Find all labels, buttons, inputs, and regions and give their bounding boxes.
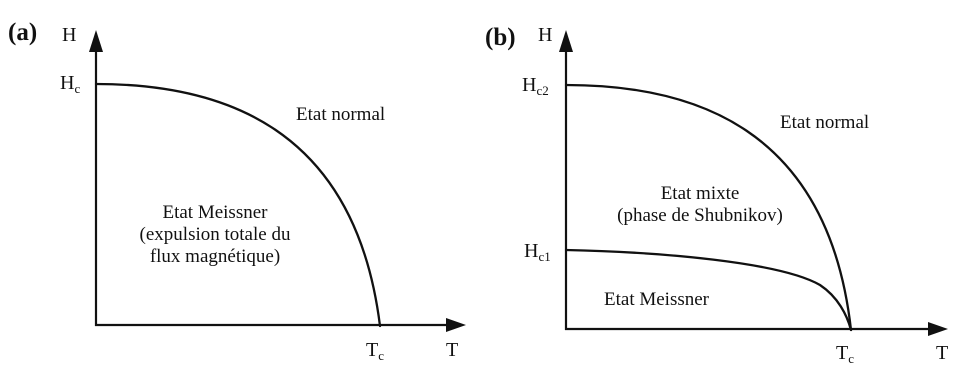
panel-a-hc-tick-main: H [60, 72, 75, 94]
panel-a-x-arrow [446, 318, 466, 332]
panel-a-meissner-line-1: Etat Meissner [162, 202, 268, 223]
panel-a-meissner-line-2: (expulsion totale du [139, 224, 291, 245]
panel-a-tc-tick: Tc [366, 339, 384, 363]
panel-b-x-arrow [928, 322, 948, 336]
panel-a-tc-tick-sub: c [378, 348, 384, 363]
panel-b-hc1-curve [564, 248, 853, 332]
panel-a-axes [89, 30, 466, 332]
panel-a-x-axis-label: T [446, 339, 459, 361]
panel-b-axes [559, 30, 948, 336]
panel-a-hc-curve [94, 82, 382, 328]
panel-b-tc-tick-sub: c [848, 351, 854, 366]
panel-a-y-arrow [89, 30, 103, 52]
panel-a-hc-tick-sub: c [74, 81, 81, 96]
panel-a-meissner-line-3: flux magnétique) [149, 246, 281, 267]
panel-b-x-axis-label: T [936, 342, 949, 364]
panel-b-mixed-region: Etat mixte (phase de Shubnikov) [610, 183, 790, 227]
panel-b-hc1-tick-sub: c1 [538, 249, 551, 264]
panel-b-y-arrow [559, 30, 573, 52]
panel-b-y-axis-label: H [538, 24, 553, 46]
panel-a-meissner-region: Etat Meissner (expulsion totale du flux … [130, 202, 300, 268]
panel-a-tc-tick-main: T [366, 339, 379, 361]
panel-b-hc2-tick: Hc2 [522, 74, 549, 98]
panel-b-normal-state-label: Etat normal [780, 112, 870, 133]
panel-b-tag: (b) [485, 24, 516, 51]
panel-a-y-axis-label: H [62, 24, 77, 46]
panel-b-meissner-label: Etat Meissner [604, 289, 710, 310]
panel-b-mixed-line-2: (phase de Shubnikov) [617, 205, 783, 226]
panel-b-hc2-curve [564, 83, 853, 332]
panel-b-hc1-tick: Hc1 [524, 240, 551, 264]
panel-b-mixed-line-1: Etat mixte [660, 183, 740, 204]
panel-a-normal-state-label: Etat normal [296, 104, 386, 125]
panel-a-hc-tick: Hc [60, 72, 81, 96]
panel-b-hc2-tick-sub: c2 [536, 83, 549, 98]
panel-b-tc-tick-main: T [836, 342, 849, 364]
panel-b-hc2-tick-main: H [522, 74, 537, 96]
panel-a-tag: (a) [8, 19, 38, 46]
panel-b-hc1-tick-main: H [524, 240, 539, 262]
panel-b-tc-tick: Tc [836, 342, 854, 366]
